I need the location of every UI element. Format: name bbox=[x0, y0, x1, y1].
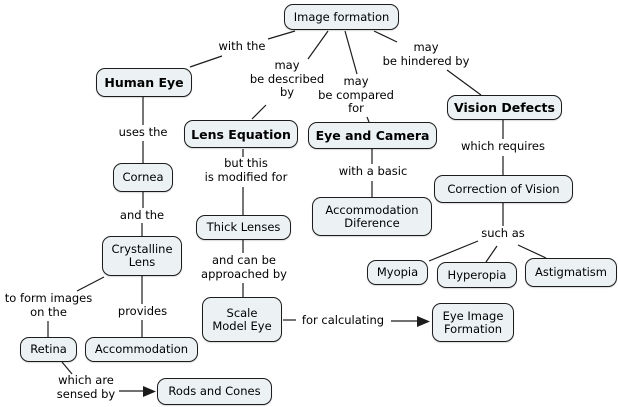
link-label-may-be-described-by[interactable]: may be described by bbox=[249, 58, 325, 99]
edge-withthe-humaneye bbox=[189, 55, 223, 68]
node-correction-of-vision[interactable]: Correction of Vision bbox=[434, 175, 573, 203]
node-crystalline-lens[interactable]: Crystalline Lens bbox=[102, 236, 182, 276]
link-label-with-a-basic[interactable]: with a basic bbox=[338, 164, 408, 178]
link-label-but-this-is-modified-for[interactable]: but this is modified for bbox=[204, 156, 288, 184]
link-label-for-calculating[interactable]: for calculating bbox=[301, 313, 385, 327]
link-label-to-form-images-on-the[interactable]: to form images on the bbox=[4, 291, 93, 319]
edge-compared-eyeandcamera bbox=[366, 116, 370, 123]
node-thick-lenses[interactable]: Thick Lenses bbox=[196, 215, 291, 240]
node-eye-and-camera[interactable]: Eye and Camera bbox=[308, 122, 437, 149]
node-vision-defects[interactable]: Vision Defects bbox=[447, 95, 562, 120]
edge-imageformation-described bbox=[307, 30, 329, 60]
edge-imageformation-compared bbox=[344, 30, 358, 75]
node-accommodation[interactable]: Accommodation bbox=[85, 337, 198, 362]
link-label-uses-the[interactable]: uses the bbox=[118, 125, 168, 139]
node-retina[interactable]: Retina bbox=[20, 337, 77, 362]
edge-described-lensequation bbox=[251, 104, 267, 120]
edge-retina-whichare bbox=[61, 361, 73, 375]
node-hyperopia[interactable]: Hyperopia bbox=[437, 262, 517, 288]
edge-hindered-visiondefects bbox=[446, 69, 482, 96]
node-rods-and-cones[interactable]: Rods and Cones bbox=[157, 378, 272, 405]
node-eye-image-formation[interactable]: Eye Image Formation bbox=[432, 303, 514, 342]
edge-crystallinelens-toform bbox=[76, 276, 105, 292]
node-cornea[interactable]: Cornea bbox=[113, 163, 173, 192]
node-accommodation-diference[interactable]: Accommodation Diference bbox=[312, 197, 432, 236]
link-label-and-can-be-approached-by[interactable]: and can be approached by bbox=[201, 253, 287, 281]
link-label-may-be-compared-for[interactable]: may be compared for bbox=[318, 74, 394, 115]
arrowhead-eye-image-formation bbox=[417, 316, 430, 327]
node-lens-equation[interactable]: Lens Equation bbox=[184, 120, 298, 148]
edge-suchas-myopia bbox=[428, 240, 479, 262]
node-image-formation[interactable]: Image formation bbox=[284, 4, 399, 30]
arrowhead-rods-and-cones bbox=[143, 386, 156, 397]
node-scale-model-eye[interactable]: Scale Model Eye bbox=[202, 297, 282, 342]
link-label-provides[interactable]: provides bbox=[117, 304, 168, 318]
link-label-such-as[interactable]: such as bbox=[481, 226, 525, 240]
node-astigmatism[interactable]: Astigmatism bbox=[525, 258, 617, 287]
link-label-which-are-sensed-by[interactable]: which are sensed by bbox=[56, 373, 116, 401]
node-myopia[interactable]: Myopia bbox=[367, 260, 428, 285]
link-label-with-the[interactable]: with the bbox=[218, 39, 266, 53]
edge-suchas-astigmatism bbox=[517, 244, 547, 259]
edge-imageformation-hindered bbox=[373, 30, 398, 43]
link-label-and-the[interactable]: and the bbox=[119, 208, 165, 222]
link-label-may-be-hindered-by[interactable]: may be hindered by bbox=[382, 40, 470, 68]
link-label-which-requires[interactable]: which requires bbox=[460, 139, 546, 153]
node-human-eye[interactable]: Human Eye bbox=[96, 68, 192, 97]
edge-suchas-hyperopia bbox=[485, 245, 498, 263]
edge-imageformation-withthe bbox=[267, 30, 296, 40]
